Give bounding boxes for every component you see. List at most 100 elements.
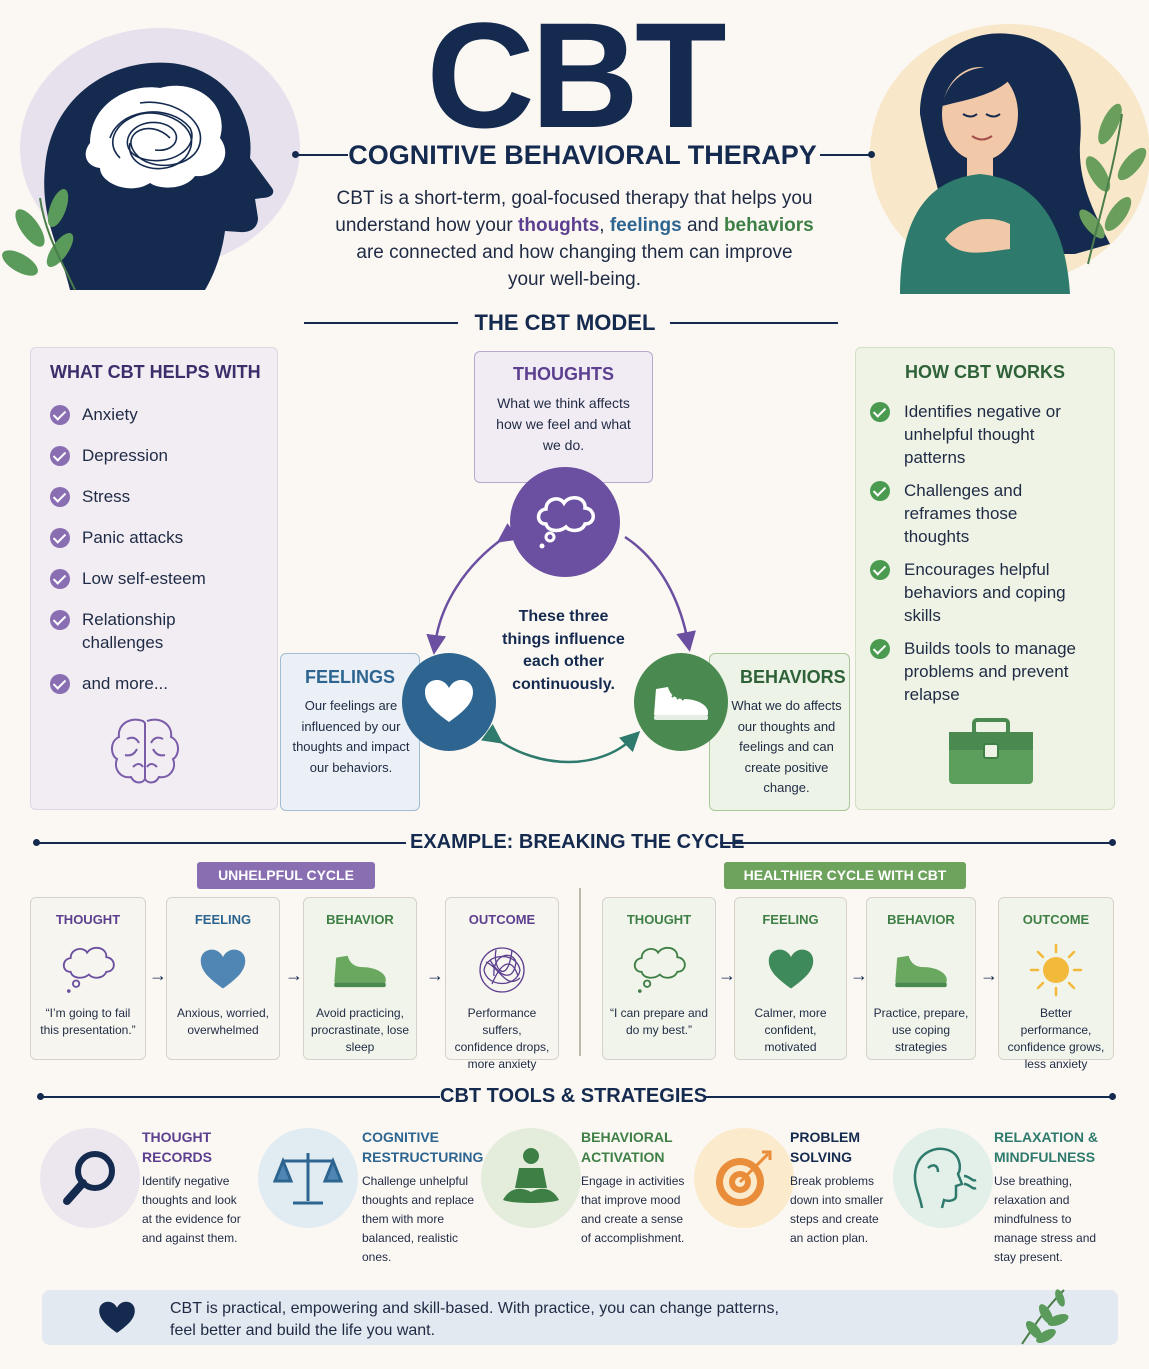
helps-item: Depression bbox=[50, 444, 270, 467]
unhelpful-outcome-text: Performance suffers, confidence drops, m… bbox=[454, 1006, 550, 1071]
arrow-icon: → bbox=[285, 965, 303, 985]
tool-thought-records-text: Identify negative thoughts and look at t… bbox=[142, 1174, 241, 1245]
tools-dot-left bbox=[37, 1093, 44, 1100]
healthier-thought-card: THOUGHT “I can prepare and do my best.” bbox=[602, 897, 716, 1060]
unhelpful-behavior-head: BEHAVIOR bbox=[326, 912, 394, 927]
works-item-label: Challenges and reframes those thoughts bbox=[904, 481, 1023, 546]
helps-item-label: Stress bbox=[82, 487, 131, 506]
check-icon bbox=[870, 402, 890, 422]
unhelpful-outcome-card: OUTCOME Performance suffers, confidence … bbox=[445, 897, 559, 1071]
example-dot-left bbox=[33, 839, 40, 846]
model-rule-right bbox=[670, 322, 838, 324]
intro-line-3: are connected and how changing them can … bbox=[356, 242, 793, 263]
heart-icon bbox=[425, 680, 473, 722]
intro-behaviors: behaviors bbox=[723, 215, 814, 236]
unhelpful-behavior-text: Avoid practicing, procrastinate, lose sl… bbox=[310, 1006, 410, 1054]
helps-item: Low self-esteem bbox=[50, 567, 270, 590]
works-item: Challenges and reframes those thoughts bbox=[870, 479, 1105, 548]
thought-bubble-icon bbox=[536, 495, 595, 549]
helps-title: WHAT CBT HELPS WITH bbox=[50, 362, 261, 382]
helps-item: Relationship challenges bbox=[50, 608, 270, 654]
thoughts-card: THOUGHTS What we think affects how we fe… bbox=[474, 351, 653, 483]
tools-dot-right bbox=[1109, 1093, 1116, 1100]
check-icon bbox=[50, 405, 70, 425]
subtitle-rule-left bbox=[296, 154, 348, 156]
thoughts-title: THOUGHTS bbox=[513, 364, 614, 384]
tools-rule-right bbox=[705, 1096, 1112, 1098]
tool-thought-records-head: THOUGHT RECORDS bbox=[142, 1129, 213, 1165]
tools-rule-left bbox=[40, 1096, 440, 1098]
brain-icon bbox=[105, 711, 185, 796]
unhelpful-behavior-card: BEHAVIOR Avoid practicing, procrastinate… bbox=[303, 897, 417, 1060]
helps-item: Anxiety bbox=[50, 403, 270, 426]
example-rule-left bbox=[36, 842, 406, 844]
arrow-icon: → bbox=[850, 965, 868, 985]
heart-icon bbox=[768, 949, 813, 989]
footer-banner: CBT is practical, empowering and skill-b… bbox=[42, 1289, 1118, 1345]
arrow-icon: → bbox=[149, 965, 167, 985]
intro-line-2: understand how your thoughts, feelings a… bbox=[300, 212, 849, 239]
head-illustration bbox=[0, 18, 300, 293]
healthier-thought-text: “I can prepare and do my best.” bbox=[609, 1006, 709, 1037]
example-dot-right bbox=[1109, 839, 1116, 846]
works-item-label: Identifies negative or unhelpful thought… bbox=[904, 402, 1061, 467]
heart-icon bbox=[200, 949, 246, 989]
healthier-thought-head: THOUGHT bbox=[626, 912, 692, 927]
relaxation-icon-bg bbox=[893, 1128, 993, 1228]
check-icon bbox=[870, 639, 890, 659]
main-title: CBT bbox=[426, 0, 726, 159]
model-title: THE CBT MODEL bbox=[474, 310, 656, 335]
footer-line-2: feel better and build the life you want. bbox=[170, 1322, 436, 1339]
check-icon bbox=[870, 481, 890, 501]
tool-problem-head: PROBLEM SOLVING bbox=[790, 1129, 860, 1165]
intro-text: CBT is a short-term, goal-focused therap… bbox=[300, 185, 849, 293]
subtitle-rule-right bbox=[820, 154, 872, 156]
tool-behavioral-text: Engage in activities that improve mood a… bbox=[581, 1174, 685, 1245]
works-list: Identifies negative or unhelpful thought… bbox=[870, 400, 1105, 716]
example-divider bbox=[579, 888, 581, 1056]
helps-item-label: and more... bbox=[82, 674, 168, 693]
subtitle-dot-left bbox=[292, 151, 299, 158]
leaf-icon bbox=[1021, 1289, 1069, 1345]
unhelpful-feeling-text: Anxious, worried, overwhelmed bbox=[176, 1006, 270, 1037]
intro-feelings: feelings bbox=[609, 215, 682, 236]
helps-item-label: Relationship challenges bbox=[82, 610, 176, 652]
model-center-text: These three things influence each other … bbox=[502, 608, 625, 693]
works-title: HOW CBT WORKS bbox=[905, 362, 1065, 382]
magnifier-icon bbox=[63, 1151, 115, 1205]
arrow-icon: → bbox=[718, 965, 736, 985]
example-rule-right bbox=[720, 842, 1112, 844]
healthier-outcome-head: OUTCOME bbox=[1022, 912, 1090, 927]
works-item: Identifies negative or unhelpful thought… bbox=[870, 400, 1105, 469]
target-icon bbox=[716, 1150, 772, 1206]
arrow-icon: → bbox=[980, 965, 998, 985]
heart-icon bbox=[99, 1301, 135, 1333]
tangled-scribble-icon bbox=[479, 947, 525, 993]
works-item: Encourages helpful behaviors and coping … bbox=[870, 558, 1105, 627]
tool-behavioral-head: BEHAVIORAL ACTIVATION bbox=[581, 1129, 673, 1165]
unhelpful-feeling-card: FEELING Anxious, worried, overwhelmed bbox=[166, 897, 280, 1060]
tool-cognitive-text: Challenge unhelpful thoughts and replace… bbox=[362, 1174, 475, 1264]
helps-item-label: Low self-esteem bbox=[82, 569, 206, 588]
healthier-label: HEALTHIER CYCLE WITH CBT bbox=[724, 862, 966, 889]
unhelpful-label: UNHELPFUL CYCLE bbox=[197, 862, 375, 889]
unhelpful-feeling-head: FEELING bbox=[194, 912, 252, 927]
thought-records-icon-bg bbox=[40, 1128, 140, 1228]
example-title: EXAMPLE: BREAKING THE CYCLE bbox=[410, 831, 745, 853]
thought-bubble-icon bbox=[62, 946, 115, 993]
helps-item: Panic attacks bbox=[50, 526, 270, 549]
healthier-feeling-card: FEELING Calmer, more confident, motivate… bbox=[734, 897, 847, 1060]
healthier-behavior-text: Practice, prepare, use coping strategies bbox=[873, 1006, 969, 1054]
tool-problem-text: Break problems down into smaller steps a… bbox=[790, 1174, 884, 1245]
feelings-title: FEELINGS bbox=[305, 667, 396, 687]
unhelpful-thought-card: THOUGHT “I’m going to fail this presenta… bbox=[30, 897, 146, 1060]
shoe-icon bbox=[334, 955, 386, 988]
unhelpful-thought-head: THOUGHT bbox=[55, 912, 121, 927]
intro-and: and bbox=[686, 215, 719, 236]
behaviors-card: BEHAVIORS What we do affects our thought… bbox=[709, 653, 850, 811]
cycle-arrows bbox=[426, 523, 696, 764]
check-icon bbox=[50, 487, 70, 507]
breathing-head-icon bbox=[913, 1147, 977, 1209]
